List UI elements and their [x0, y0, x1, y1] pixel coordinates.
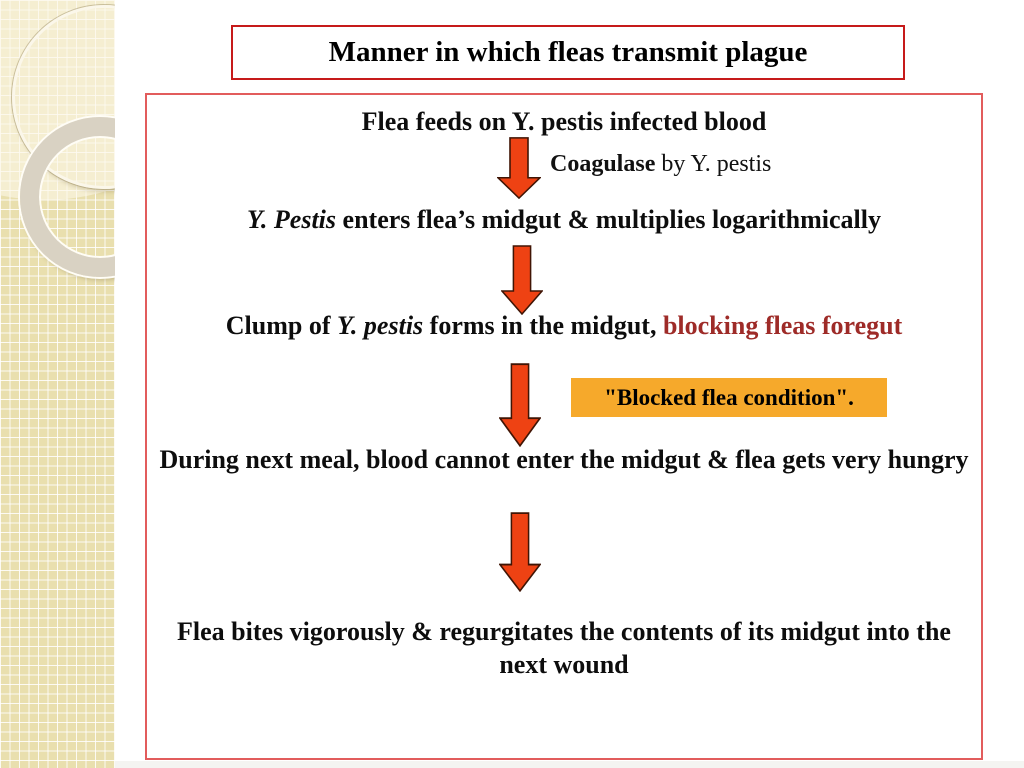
flow-step-3-pre: Clump of — [225, 311, 337, 340]
down-arrow-icon — [499, 363, 541, 447]
flow-step-2-rest: enters flea’s midgut & multiplies logari… — [336, 205, 882, 234]
title-box: Manner in which fleas transmit plague — [231, 25, 905, 80]
flow-step-3-text: Clump of Y. pestis forms in the midgut, … — [226, 309, 903, 342]
flow-step-4-text: During next meal, blood cannot enter the… — [159, 445, 969, 474]
down-arrow-icon — [501, 245, 543, 315]
flow-step-3: Clump of Y. pestis forms in the midgut, … — [147, 309, 981, 342]
coagulase-bold-text: Coagulase — [550, 151, 656, 177]
flow-diagram-box: Flea feeds on Y. pestis infected blood C… — [145, 93, 983, 760]
species-name: Y. Pestis — [246, 205, 337, 234]
flow-step-1-text: Flea feeds on Y. pestis infected blood — [361, 107, 767, 136]
flow-step-5-text: Flea bites vigorously & regurgitates the… — [177, 617, 951, 679]
flow-step-2: Y. Pestis enters flea’s midgut & multipl… — [147, 203, 981, 236]
slide-bottom-edge — [115, 761, 1024, 768]
coagulase-rest-text: by Y. pestis — [655, 151, 772, 177]
flow-step-5: Flea bites vigorously & regurgitates the… — [147, 615, 981, 681]
flow-step-3-highlight: blocking fleas foregut — [662, 311, 903, 340]
down-arrow-icon — [499, 512, 541, 592]
flow-step-3-mid: forms in the midgut, — [423, 311, 663, 340]
species-name: Y. pestis — [336, 311, 424, 340]
decorative-sidebar — [0, 0, 115, 768]
flow-step-1: Flea feeds on Y. pestis infected blood — [147, 105, 981, 138]
blocked-flea-callout: "Blocked flea condition". — [571, 378, 887, 417]
flow-step-2-text: Y. Pestis enters flea’s midgut & multipl… — [247, 203, 881, 236]
flow-step-4: During next meal, blood cannot enter the… — [147, 443, 981, 476]
down-arrow-icon — [497, 137, 541, 199]
arrow-label-coagulase: Coagulase by Y. pestis — [550, 151, 771, 178]
page-title: Manner in which fleas transmit plague — [328, 36, 808, 68]
blocked-flea-callout-text: "Blocked flea condition". — [604, 384, 854, 410]
